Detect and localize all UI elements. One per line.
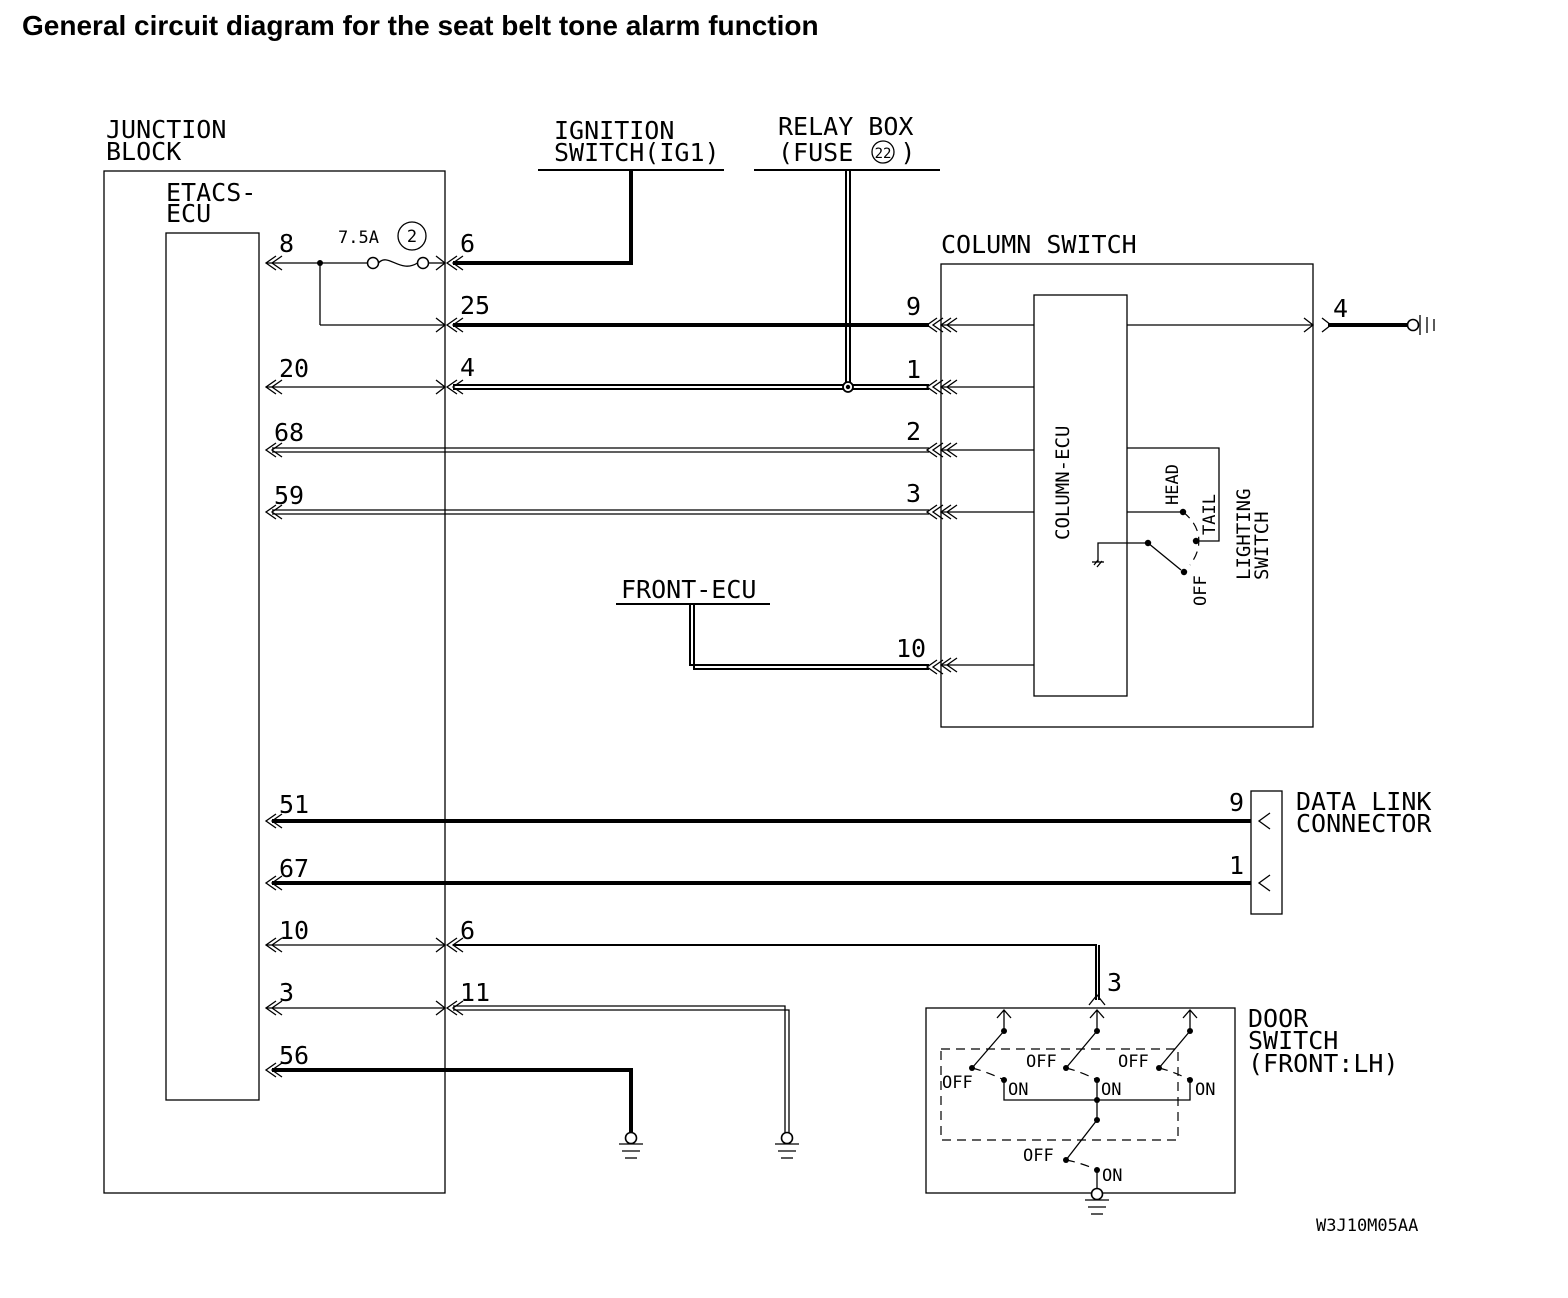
door-switch: 3 DOOR SWITCH (FRONT:LH)	[925, 968, 1399, 1215]
lighting-off-label: OFF	[1191, 575, 1211, 606]
junction-internal-wiring	[265, 255, 447, 1016]
door-switch-pin-3: 3	[1107, 968, 1122, 997]
etacs-ecu-box	[165, 232, 260, 1101]
lighting-switch-label-line2: SWITCH	[1251, 511, 1273, 580]
column-pin-9: 9	[906, 292, 921, 321]
dlc-pin-9: 9	[1229, 788, 1244, 817]
junction-block-frame	[103, 170, 446, 1194]
etacs-pin-56: 56	[279, 1041, 309, 1070]
relay-fuse-circle	[871, 140, 895, 164]
ignition-switch-label-line2: SWITCH(IG1)	[554, 138, 720, 167]
lighting-tail-label: TAIL	[1200, 494, 1220, 535]
relay-box-label-line2: (FUSE )	[778, 138, 915, 167]
front-ecu-label: FRONT-ECU	[621, 575, 756, 604]
junction-block: JUNCTION BLOCK ETACS- ECU	[103, 115, 490, 1194]
jb-pin-11: 11	[460, 978, 490, 1007]
fuse-rating-label: 7.5A	[338, 228, 379, 248]
figure-id: W3J10M05AA	[1316, 1216, 1418, 1236]
fuse-number-circle	[397, 221, 427, 251]
column-pin-4: 4	[1333, 294, 1348, 323]
column-pin-10: 10	[896, 634, 926, 663]
data-link-connector: 9 1 DATA LINK CONNECTOR	[1229, 787, 1432, 915]
harness-wires	[265, 171, 1435, 1159]
jb-pin-25: 25	[460, 291, 490, 320]
door-on-label-1: ON	[1008, 1080, 1028, 1100]
etacs-pin-8: 8	[279, 229, 294, 258]
lighting-head-label: HEAD	[1163, 464, 1183, 505]
etacs-pin-51: 51	[279, 790, 309, 819]
column-pin-2: 2	[906, 417, 921, 446]
column-pin-3: 3	[906, 479, 921, 508]
column-switch: COLUMN SWITCH COLUMN-ECU	[896, 230, 1348, 728]
door-off-label-2: OFF	[1026, 1052, 1057, 1072]
relay-box-label-line1: RELAY BOX	[778, 112, 913, 141]
jb-pin-6: 6	[460, 229, 475, 258]
etacs-pin-59: 59	[274, 481, 304, 510]
jb-pin-4: 4	[460, 353, 475, 382]
column-switch-label: COLUMN SWITCH	[941, 230, 1137, 259]
door-switch-label-line3: (FRONT:LH)	[1248, 1049, 1399, 1078]
dlc-label-line2: CONNECTOR	[1296, 809, 1432, 838]
ignition-switch-label-line1: IGNITION	[554, 116, 674, 145]
etacs-pin-10: 10	[279, 916, 309, 945]
lighting-switch-label-line1: LIGHTING	[1233, 488, 1255, 580]
door-switch-frame	[925, 1007, 1236, 1194]
relay-fuse-number: 22	[875, 146, 892, 162]
column-switch-frame	[940, 263, 1314, 728]
door-on-label-4: ON	[1102, 1166, 1122, 1186]
junction-block-label-line2: BLOCK	[106, 137, 181, 166]
etacs-ecu-label-line1: ETACS-	[166, 178, 256, 207]
column-pin-1: 1	[906, 355, 921, 384]
jb-pin-6b: 6	[460, 916, 475, 945]
page-title: General circuit diagram for the seat bel…	[22, 10, 819, 41]
ignition-switch: IGNITION SWITCH(IG1)	[538, 116, 724, 171]
etacs-pin-20: 20	[279, 354, 309, 383]
fuse-number-label: 2	[407, 227, 417, 247]
etacs-ecu-label-line2: ECU	[166, 199, 211, 228]
etacs-pin-67: 67	[279, 854, 309, 883]
etacs-pin-68: 68	[274, 418, 304, 447]
column-ecu-box	[1033, 294, 1128, 697]
door-on-label-3: ON	[1195, 1080, 1215, 1100]
door-switch-label-line1: DOOR	[1248, 1004, 1309, 1033]
door-off-label-4: OFF	[1023, 1146, 1054, 1166]
dlc-label-line1: DATA LINK	[1296, 787, 1431, 816]
junction-block-label-line1: JUNCTION	[106, 115, 226, 144]
data-link-connector-box	[1250, 790, 1283, 915]
door-on-label-2: ON	[1101, 1080, 1121, 1100]
column-ecu-label: COLUMN-ECU	[1052, 426, 1074, 540]
relay-box: RELAY BOX (FUSE ) 22	[754, 112, 940, 171]
door-off-label-3: OFF	[1118, 1052, 1149, 1072]
door-switch-label-line2: SWITCH	[1248, 1026, 1338, 1055]
dlc-pin-1: 1	[1229, 851, 1244, 880]
door-off-label-1: OFF	[942, 1073, 973, 1093]
etacs-pin-3: 3	[279, 978, 294, 1007]
